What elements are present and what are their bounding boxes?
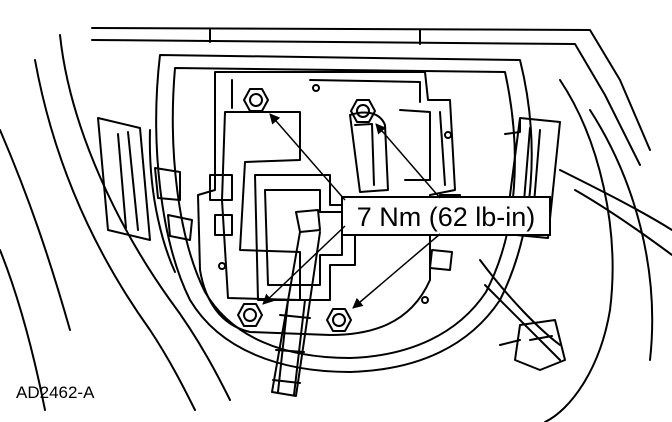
bolt-upper-right	[350, 99, 376, 123]
console-left-panel	[0, 34, 231, 411]
leader-line-lower-right	[352, 233, 441, 309]
torque-callout: 7 Nm (62 lb-in)	[262, 113, 551, 309]
bolt-lower-left	[237, 303, 263, 327]
torque-spec-label: 7 Nm (62 lb-in)	[357, 202, 536, 232]
figure-id: AD2462-A	[16, 383, 95, 402]
leader-line-lower-left	[262, 225, 346, 305]
leader-line-upper-right	[375, 123, 441, 199]
bolt-lower-right	[326, 308, 352, 332]
console-right-panel	[479, 79, 672, 422]
shifter-base-plate	[197, 71, 461, 336]
shift-lever	[271, 209, 321, 397]
console-top-trim	[91, 27, 651, 166]
bolt-upper-left	[243, 88, 269, 112]
leader-line-upper-left	[269, 113, 346, 201]
torque-callout-box	[341, 196, 551, 236]
